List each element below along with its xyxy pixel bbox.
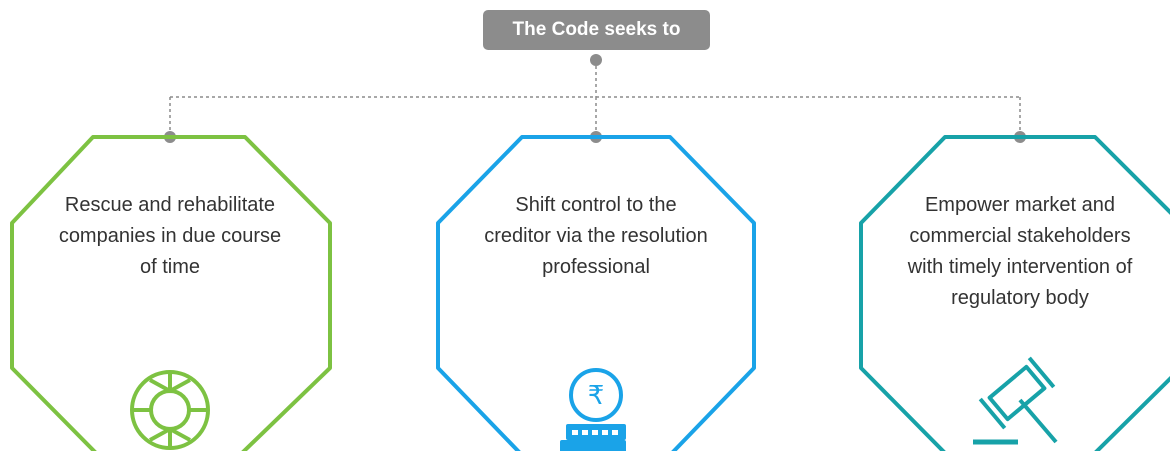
lifebuoy-icon — [130, 370, 210, 450]
card-octagon-control — [436, 135, 756, 451]
card-text-control: Shift control to the creditor via the re… — [484, 194, 708, 278]
connector-dots — [164, 54, 1026, 143]
card-text-rescue: Rescue and rehabilitate companies in due… — [58, 194, 282, 278]
connector-lines — [169, 60, 1021, 137]
card-text-empower: Empower market and commercial stakeholde… — [907, 194, 1133, 309]
header-title: The Code seeks to — [483, 10, 710, 50]
card-octagon-empower — [859, 135, 1170, 451]
rupee-coin-stack-icon: ₹ — [560, 368, 626, 451]
card-octagon-rescue — [10, 135, 332, 451]
rupee-coin-icon — [569, 368, 623, 422]
connector-dot-top — [590, 54, 602, 66]
gavel-icon — [973, 356, 1058, 445]
coin-stack-bottom — [560, 440, 626, 451]
rupee-symbol: ₹ — [588, 381, 605, 411]
